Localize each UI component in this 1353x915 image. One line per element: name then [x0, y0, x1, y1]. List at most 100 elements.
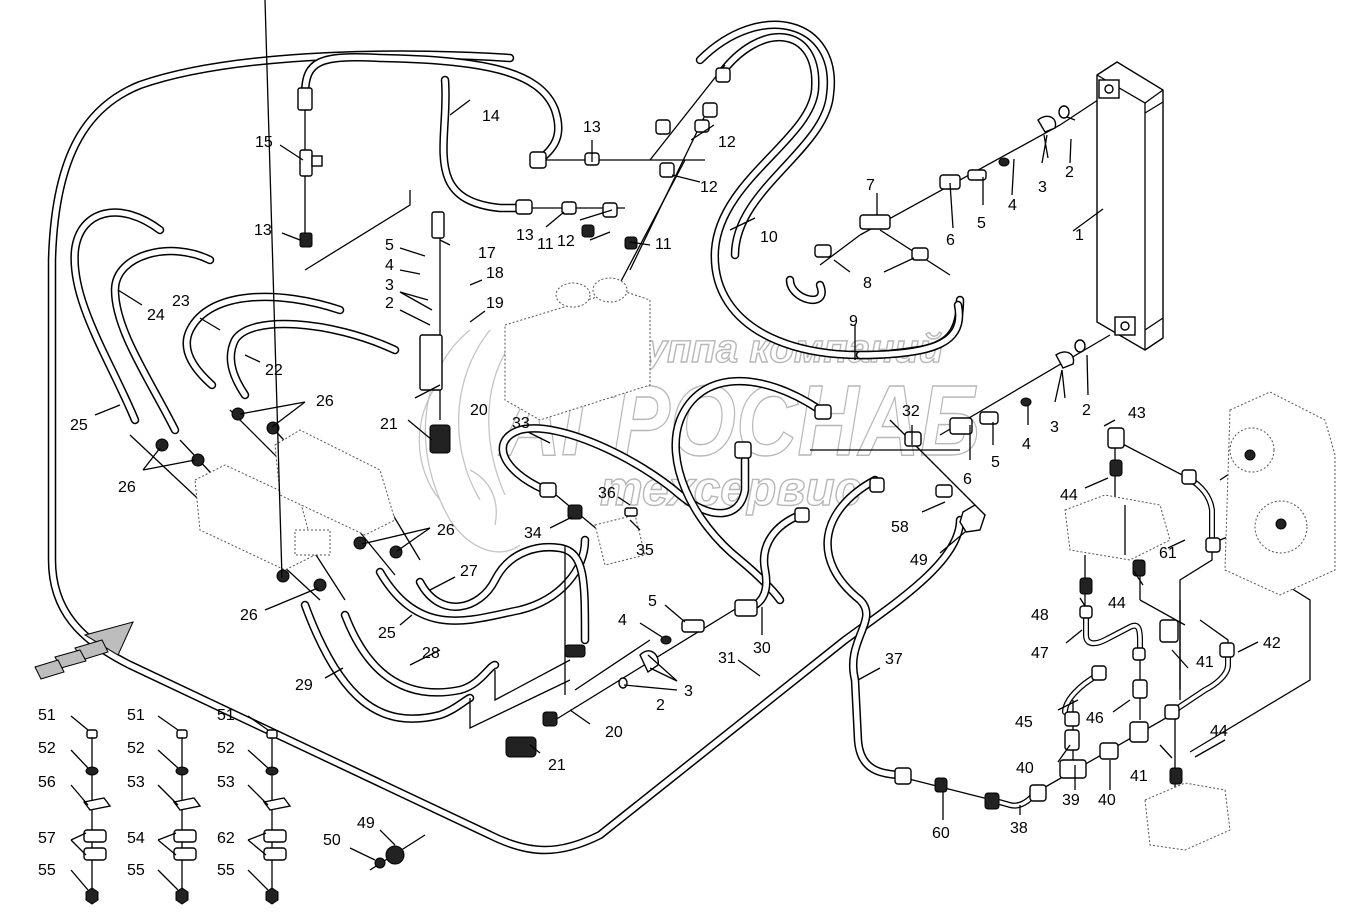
- callout-5: 5: [991, 454, 1000, 471]
- callout-39: 39: [1062, 792, 1080, 809]
- callout-49: 49: [910, 552, 928, 569]
- callout-10: 10: [760, 229, 778, 246]
- hose-31: [47, 50, 965, 855]
- forward-arrow-icon: [34, 621, 134, 680]
- callout-5: 5: [648, 593, 657, 610]
- callout-32: 32: [902, 403, 920, 420]
- callout-25: 25: [378, 625, 396, 642]
- callout-2: 2: [656, 697, 665, 714]
- clamp-kit-2-clamp: 54: [127, 830, 145, 847]
- hose-28: [340, 610, 500, 697]
- motor-ghost: [1144, 782, 1231, 851]
- callout-41: 41: [1196, 654, 1214, 671]
- callout-26: 26: [437, 522, 455, 539]
- callout-36: 36: [598, 485, 616, 502]
- callout-45: 45: [1015, 714, 1033, 731]
- clamp-kit-2-bolt: 51: [127, 707, 145, 724]
- clamp-kit-3-clamp: 62: [217, 830, 235, 847]
- callout-20: 20: [470, 402, 488, 419]
- solenoid-valves-ghost: [194, 429, 396, 571]
- hose-14: [300, 53, 563, 213]
- callout-41: 41: [1130, 768, 1148, 785]
- callout-7: 7: [866, 177, 875, 194]
- hose-29: [300, 600, 475, 723]
- callout-8: 8: [863, 275, 872, 292]
- callout-24: 24: [147, 307, 165, 324]
- hose-22: [182, 292, 400, 400]
- gear-pump-ghost: [1224, 391, 1336, 596]
- callout-50: 50: [323, 832, 341, 849]
- callout-14: 14: [482, 108, 500, 125]
- clamp-kit-2-plate: 53: [127, 774, 145, 791]
- clamp-kit-3-nut: 55: [217, 862, 235, 879]
- callout-38: 38: [1010, 820, 1028, 837]
- clamp-kit-1-clamp: 57: [38, 830, 56, 847]
- clamp-kit-2-washer: 52: [127, 740, 145, 757]
- callout-22: 22: [265, 362, 283, 379]
- callout-1: 1: [1075, 227, 1084, 244]
- callout-3: 3: [1050, 419, 1059, 436]
- small-valve-ghost: [594, 514, 646, 566]
- callout-61: 61: [1159, 545, 1177, 562]
- callout-3: 3: [385, 277, 394, 294]
- callout-47: 47: [1031, 645, 1049, 662]
- pipe-42: [1172, 647, 1231, 713]
- callout-48: 48: [1031, 607, 1049, 624]
- callout-12: 12: [718, 134, 736, 151]
- clamp-kit-1: [82, 729, 112, 905]
- callout-34: 34: [524, 525, 542, 542]
- callout-2: 2: [1082, 402, 1091, 419]
- callout-4: 4: [1008, 197, 1017, 214]
- clamp-kit-1-bolt: 51: [38, 707, 56, 724]
- clamp-kit-2-nut: 55: [127, 862, 145, 879]
- callout-28: 28: [422, 645, 440, 662]
- callout-9: 9: [849, 313, 858, 330]
- hose-27: [415, 543, 590, 645]
- hose-33: [498, 424, 750, 518]
- fittings: [155, 67, 1235, 869]
- callout-11: 11: [655, 236, 672, 253]
- hose-37: [823, 475, 910, 780]
- callout-25: 25: [70, 417, 88, 434]
- callout-44: 44: [1210, 723, 1228, 740]
- callouts: 1 2 2 2 2 3 3 3 3 4 4 4 4 5 5 5 5 6 6 7 …: [38, 108, 1281, 879]
- callout-6: 6: [946, 232, 955, 249]
- callout-4: 4: [385, 257, 394, 274]
- hose-23: [110, 246, 215, 435]
- callout-5: 5: [385, 237, 394, 254]
- oil-cooler: [1096, 61, 1164, 351]
- callout-26: 26: [118, 479, 136, 496]
- callout-6: 6: [963, 471, 972, 488]
- callout-4: 4: [618, 612, 627, 629]
- clamp-kit-3-bolt: 51: [217, 707, 235, 724]
- callout-29: 29: [295, 677, 313, 694]
- callout-30: 30: [753, 640, 771, 657]
- clamp-kit-3: [262, 729, 292, 905]
- hose-10: [695, 20, 965, 360]
- clamp-kit-3-washer: 52: [217, 740, 235, 757]
- hose-9: [785, 275, 964, 360]
- hose-loop-32: [671, 377, 825, 605]
- callout-3: 3: [684, 683, 693, 700]
- pipe-61: [1185, 475, 1215, 548]
- callout-46: 46: [1086, 710, 1104, 727]
- callout-12: 12: [557, 233, 575, 250]
- clamp-kit-3-plate: 53: [217, 774, 235, 791]
- callout-12: 12: [700, 179, 718, 196]
- callout-21: 21: [380, 416, 398, 433]
- callout-27: 27: [460, 563, 478, 580]
- callout-23: 23: [172, 293, 190, 310]
- callout-44: 44: [1060, 487, 1078, 504]
- callout-31: 31: [718, 650, 736, 667]
- callout-26: 26: [316, 393, 334, 410]
- callout-2: 2: [1065, 164, 1074, 181]
- clamp-kit-1-plate: 56: [38, 774, 56, 791]
- callout-43: 43: [1128, 405, 1146, 422]
- callout-2: 2: [385, 295, 394, 312]
- leader-lines: [70, 0, 1259, 891]
- callout-13: 13: [516, 227, 534, 244]
- callout-21: 21: [548, 757, 566, 774]
- hose-24: [70, 208, 165, 425]
- callout-13: 13: [254, 222, 272, 239]
